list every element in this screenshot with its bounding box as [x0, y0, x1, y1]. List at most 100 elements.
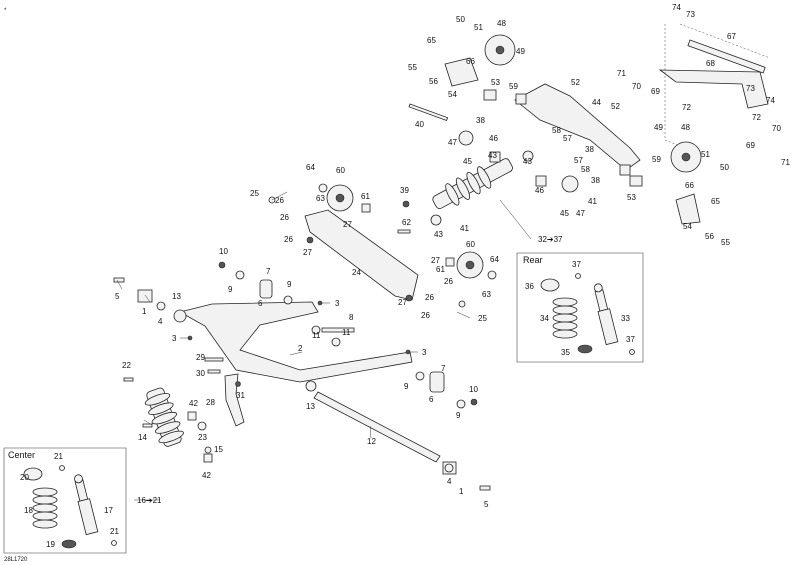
link-6-upper [259, 279, 273, 299]
washer-4-left [156, 301, 166, 311]
nut-31 [235, 381, 241, 387]
callout-7a: 7 [266, 267, 271, 276]
callout-1a: 1 [142, 307, 147, 316]
callout-29: 29 [196, 353, 205, 362]
callout-56b: 56 [705, 232, 714, 241]
bushing-13-left [173, 309, 187, 323]
rear-bumper-assembly [658, 23, 771, 147]
bumper-guide-top [679, 23, 771, 59]
spacer-64-lower [487, 270, 497, 280]
callout-51a: 51 [474, 23, 483, 32]
bushing-13-right [305, 380, 317, 392]
cross-shaft-12 [313, 391, 441, 463]
bushing-37b [629, 349, 635, 355]
callout-47b: 47 [576, 209, 585, 218]
callout-11b: 11 [342, 328, 351, 337]
callout-55a: 55 [408, 63, 417, 72]
callout-70b: 70 [772, 124, 781, 133]
callout-4b: 4 [447, 477, 452, 486]
cam-47 [458, 130, 474, 146]
callout-7b: 7 [441, 364, 446, 373]
callout-17: 17 [104, 506, 113, 515]
washer-9-upper [235, 270, 245, 280]
bushing-61-upper [361, 203, 371, 213]
callout-9a: 9 [228, 285, 233, 294]
washer-4-right [444, 463, 454, 473]
callout-62: 62 [402, 218, 411, 227]
callout-54b: 54 [683, 222, 692, 231]
bushing-61-lower [445, 257, 455, 267]
callout-43c: 43 [523, 157, 532, 166]
center-panel-title: Center [8, 450, 35, 460]
callout-15: 15 [214, 445, 223, 454]
nut-27-lower [405, 294, 413, 302]
washer-9b-upper [283, 295, 293, 305]
rear-shock-assembly [432, 158, 513, 209]
callout-66b: 66 [685, 181, 694, 190]
bushing-59-lower [619, 164, 631, 176]
bracket-28 [224, 373, 245, 427]
bushing-43-left [430, 214, 442, 226]
cross-member-24 [304, 209, 419, 301]
cam-45 [561, 175, 579, 193]
callout-26f: 26 [421, 311, 430, 320]
callout-27a: 27 [343, 220, 352, 229]
center-shock-22 [144, 387, 184, 447]
callout-49a: 49 [516, 47, 525, 56]
callout-50b: 50 [720, 163, 729, 172]
callout-40: 40 [415, 120, 424, 129]
callout-26b: 26 [280, 213, 289, 222]
callout-38c: 38 [591, 176, 600, 185]
callout-59a: 59 [509, 82, 518, 91]
callout-46b: 46 [535, 186, 544, 195]
callout-10a: 10 [219, 247, 228, 256]
shock-absorber-17 [74, 474, 99, 536]
spring-34 [552, 297, 578, 339]
bushing-42a [187, 411, 197, 421]
callout-41b: 41 [588, 197, 597, 206]
bushing-43-right [522, 150, 534, 162]
callout-21b: 21 [110, 527, 119, 536]
callout-65a: 65 [427, 36, 436, 45]
callout-60a: 60 [336, 166, 345, 175]
callout-1b: 1 [459, 487, 464, 496]
callout-69b: 69 [746, 141, 755, 150]
bushing-42b [203, 453, 213, 463]
adjuster-ring-35 [577, 344, 593, 354]
callout-58a: 58 [552, 126, 561, 135]
drawing-code: 28L1720 [4, 557, 28, 563]
bracket-54-lower [675, 193, 701, 225]
callout-45a: 45 [463, 157, 472, 166]
callout-3a: 3 [172, 334, 177, 343]
cross-member-assembly [268, 183, 497, 308]
callout-66a: 66 [466, 57, 475, 66]
callout-58b: 58 [581, 165, 590, 174]
bushing-21b [111, 540, 117, 546]
swing-arm-2 [178, 301, 413, 383]
spring-stopper-20 [23, 467, 43, 481]
washer-11-right [331, 337, 341, 347]
nut-27-upper [306, 236, 314, 244]
callout-24: 24 [352, 268, 361, 277]
callout-26d: 26 [444, 277, 453, 286]
callout-26a: 26 [275, 196, 284, 205]
callout-22: 22 [122, 361, 131, 370]
callout-36: 36 [525, 282, 534, 291]
callout-64b: 64 [490, 255, 499, 264]
callout-74b: 74 [766, 96, 775, 105]
bracket-54-upper [444, 57, 479, 87]
spacer-64-upper [318, 183, 328, 193]
pin-8 [321, 327, 355, 333]
center-panel-frame [3, 447, 127, 554]
callout-3c: 3 [422, 348, 427, 357]
spring-18 [32, 487, 58, 529]
callout-52b: 52 [611, 102, 620, 111]
callout-56a: 56 [429, 77, 438, 86]
callout-63a: 63 [316, 194, 325, 203]
nut-10-lower [470, 398, 478, 406]
callout-39: 39 [400, 186, 409, 195]
spacer-53-upper [483, 89, 497, 101]
callout-23: 23 [198, 433, 207, 442]
washer-9-lower [415, 371, 425, 381]
callout-61a: 61 [361, 192, 370, 201]
